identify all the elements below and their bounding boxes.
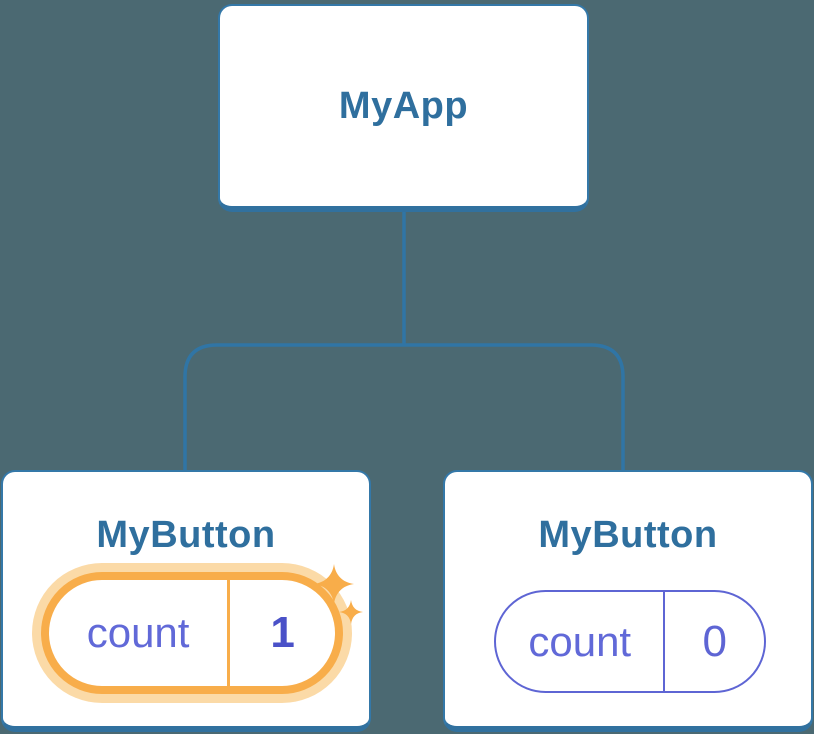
state-name-label: count	[86, 609, 190, 656]
node-myapp: MyApp	[218, 4, 589, 212]
node-mybutton-updated: MyButton count 1	[1, 470, 371, 732]
state-pill-plain: count 0	[494, 590, 766, 693]
node-myapp-label: MyApp	[338, 84, 469, 127]
state-value: 1	[270, 608, 295, 657]
node-mybutton-plain-label: MyButton	[538, 514, 718, 556]
sparkles-icon	[314, 564, 363, 624]
node-mybutton-updated-label: MyButton	[96, 514, 276, 556]
state-name-label: count	[528, 617, 632, 665]
state-pill-highlighted: count 1	[41, 572, 343, 694]
state-value: 0	[702, 616, 727, 666]
node-mybutton-plain: MyButton count 0	[443, 470, 813, 732]
